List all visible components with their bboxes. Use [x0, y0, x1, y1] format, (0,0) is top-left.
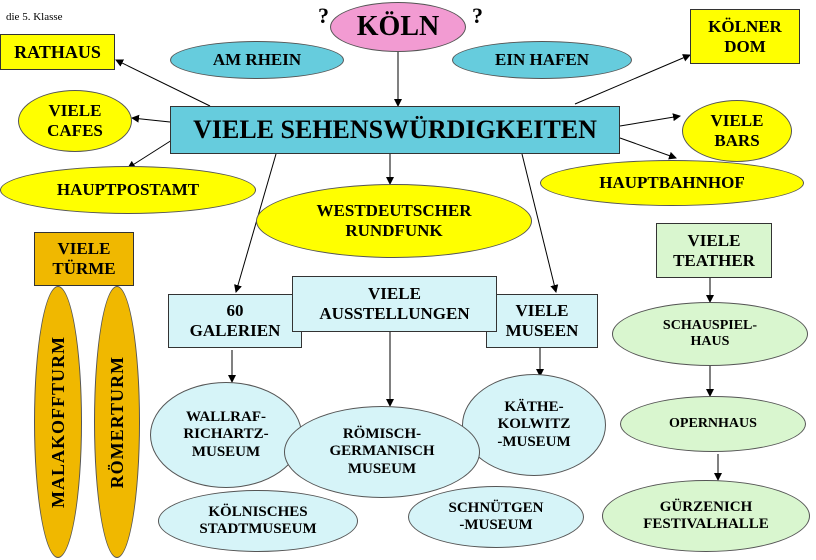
hafen-node: EIN HAFEN [452, 41, 632, 79]
museen-node: VIELE MUSEEN [486, 294, 598, 348]
arrow-hub-museen [521, 153, 559, 293]
ausstellungen-node: VIELE AUSSTELLUNGEN [292, 276, 497, 332]
arrow-hub-bars [619, 113, 681, 127]
opernhaus-node: OPERNHAUS [620, 396, 806, 452]
arrow-hub-dom [574, 54, 691, 105]
arrow-hub-post [127, 139, 173, 169]
wallraf-node: WALLRAF- RICHARTZ- MUSEUM [150, 382, 302, 488]
arrow-hub-cafes [131, 114, 171, 123]
malakoffturm-node: MALAKOFFTURM [34, 286, 82, 558]
koeln-node: KÖLN [330, 2, 466, 52]
guerzenich-node: GÜRZENICH FESTIVALHALLE [602, 480, 810, 552]
rundfunk-node: WESTDEUTSCHER RUNDFUNK [256, 184, 532, 258]
bars-node: VIELE BARS [682, 100, 792, 162]
malakoffturm-label: MALAKOFFTURM [47, 336, 68, 508]
roemisch-node: RÖMISCH- GERMANISCH MUSEUM [284, 406, 480, 498]
teather-node: VIELE TEATHER [656, 223, 772, 278]
class-note: die 5. Klasse [6, 11, 63, 23]
hauptbahnhof-node: HAUPTBAHNHOF [540, 160, 804, 206]
arrow-hub-rathaus [115, 59, 211, 107]
cafes-node: VIELE CAFES [18, 90, 132, 152]
question-mark-right: ? [472, 3, 483, 28]
arrow-hub-bahnhof [619, 137, 677, 160]
roemerturm-label: RÖMERTURM [106, 355, 127, 489]
schauspielhaus-node: SCHAUSPIEL- HAUS [612, 302, 808, 366]
schnuetgen-node: SCHNÜTGEN -MUSEUM [408, 486, 584, 548]
tuerme-node: VIELE TÜRME [34, 232, 134, 286]
kaethe-node: KÄTHE- KOLWITZ -MUSEUM [462, 374, 606, 476]
hub-node: VIELE SEHENSWÜRDIGKEITEN [170, 106, 620, 154]
dom-node: KÖLNER DOM [690, 9, 800, 64]
am-rhein-node: AM RHEIN [170, 41, 344, 79]
rathaus-node: RATHAUS [0, 34, 115, 70]
roemerturm-node: RÖMERTURM [94, 286, 140, 558]
galerien-node: 60 GALERIEN [168, 294, 302, 348]
stadtmuseum-node: KÖLNISCHES STADTMUSEUM [158, 490, 358, 552]
question-mark-left: ? [318, 3, 329, 28]
hauptpostamt-node: HAUPTPOSTAMT [0, 166, 256, 214]
